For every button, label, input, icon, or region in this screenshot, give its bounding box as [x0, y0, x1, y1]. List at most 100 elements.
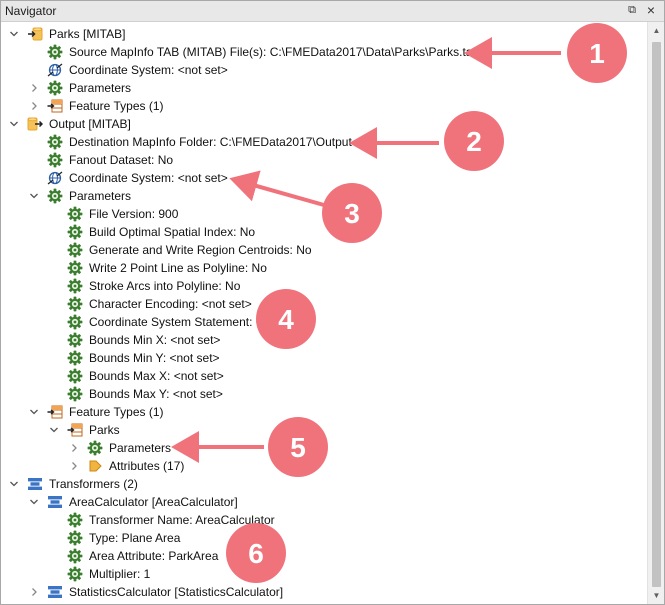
- globe-icon: [47, 170, 63, 186]
- tree-item-file-version[interactable]: File Version: 900: [1, 205, 641, 223]
- gear-icon: [67, 314, 83, 330]
- gear-icon: [47, 80, 63, 96]
- tree-item-label: Bounds Min Y: <not set>: [89, 351, 220, 365]
- tree-item-reader-parameters[interactable]: Parameters: [1, 79, 641, 97]
- tree-item-area-calculator[interactable]: AreaCalculator [AreaCalculator]: [1, 493, 641, 511]
- gear-icon: [47, 188, 63, 204]
- tree-item-reader-feature-types[interactable]: Feature Types (1): [1, 97, 641, 115]
- feature-type-icon: [47, 98, 63, 114]
- globe-icon: [47, 62, 63, 78]
- tree-item-label: Generate and Write Region Centroids: No: [89, 243, 312, 257]
- tree-item-label: Coordinate System: <not set>: [69, 171, 228, 185]
- expanded-chevron-icon[interactable]: [29, 190, 39, 202]
- gear-icon: [67, 242, 83, 258]
- expanded-chevron-icon[interactable]: [9, 28, 19, 40]
- tree-item-label: Transformer Name: AreaCalculator: [89, 513, 275, 527]
- attributes-icon: [87, 458, 103, 474]
- tree-item-bounds-max-x[interactable]: Bounds Max X: <not set>: [1, 367, 641, 385]
- collapsed-chevron-icon[interactable]: [69, 460, 79, 472]
- tree-item-coord-system-statement[interactable]: Coordinate System Statement: <: [1, 313, 641, 331]
- tree-item-writer-feature-types[interactable]: Feature Types (1): [1, 403, 641, 421]
- gear-icon: [67, 224, 83, 240]
- tree-item-parks-parameters[interactable]: Parameters: [1, 439, 641, 457]
- tree-item-bounds-min-y[interactable]: Bounds Min Y: <not set>: [1, 349, 641, 367]
- expanded-chevron-icon[interactable]: [29, 406, 39, 418]
- expanded-chevron-icon[interactable]: [29, 496, 39, 508]
- feature-type-icon: [47, 404, 63, 420]
- tree-item-output-writer[interactable]: Output [MITAB]: [1, 115, 641, 133]
- tree-item-writer-parameters[interactable]: Parameters: [1, 187, 641, 205]
- tree-item-region-centroids[interactable]: Generate and Write Region Centroids: No: [1, 241, 641, 259]
- gear-icon: [47, 44, 63, 60]
- tree-item-label: Area Attribute: ParkArea: [89, 549, 219, 563]
- tree-item-label: Build Optimal Spatial Index: No: [89, 225, 256, 239]
- tree-item-character-encoding[interactable]: Character Encoding: <not set>: [1, 295, 641, 313]
- tree-item-bounds-min-x[interactable]: Bounds Min X: <not set>: [1, 331, 641, 349]
- expanded-chevron-icon[interactable]: [49, 424, 59, 436]
- gear-icon: [67, 512, 83, 528]
- tree-item-label: Parks [MITAB]: [49, 27, 126, 41]
- float-panel-icon[interactable]: ⧉: [628, 4, 636, 16]
- gear-icon: [67, 566, 83, 582]
- tree-item-label: Stroke Arcs into Polyline: No: [89, 279, 241, 293]
- tree-item-label: Bounds Max Y: <not set>: [89, 387, 223, 401]
- tree-item-source-dataset[interactable]: Source MapInfo TAB (MITAB) File(s): C:\F…: [1, 43, 641, 61]
- tree-item-label: StatisticsCalculator [StatisticsCalculat…: [69, 585, 284, 599]
- expanded-chevron-icon[interactable]: [9, 118, 19, 130]
- tree-item-parks-reader[interactable]: Parks [MITAB]: [1, 25, 641, 43]
- tree-item-area-attribute[interactable]: Area Attribute: ParkArea: [1, 547, 641, 565]
- collapsed-chevron-icon[interactable]: [29, 82, 39, 94]
- gear-icon: [67, 260, 83, 276]
- tree-item-label: Feature Types (1): [69, 99, 164, 113]
- tree-item-label: Coordinate System Statement: <: [89, 315, 263, 329]
- scroll-down-icon[interactable]: ▼: [652, 591, 661, 600]
- tree-item-transformer-name[interactable]: Transformer Name: AreaCalculator: [1, 511, 641, 529]
- panel-title: Navigator: [5, 4, 57, 18]
- gear-icon: [67, 332, 83, 348]
- scrollbar-thumb[interactable]: [652, 42, 661, 587]
- tree-item-statistics-calculator[interactable]: StatisticsCalculator [StatisticsCalculat…: [1, 583, 641, 601]
- tree-item-stroke-arcs[interactable]: Stroke Arcs into Polyline: No: [1, 277, 641, 295]
- tree-item-reader-coord-system[interactable]: Coordinate System: <not set>: [1, 61, 641, 79]
- tree-item-multiplier[interactable]: Multiplier: 1: [1, 565, 641, 583]
- transformer-icon: [47, 494, 63, 510]
- tree-item-label: Parameters: [69, 189, 132, 203]
- feature-type-icon: [67, 422, 83, 438]
- tree-item-writer-coord-system[interactable]: Coordinate System: <not set>: [1, 169, 641, 187]
- panel-titlebar: Navigator ⧉ ×: [1, 1, 664, 22]
- tree-item-spatial-index[interactable]: Build Optimal Spatial Index: No: [1, 223, 641, 241]
- tree-item-label: Feature Types (1): [69, 405, 164, 419]
- expanded-chevron-icon[interactable]: [9, 478, 19, 490]
- gear-icon: [67, 368, 83, 384]
- scroll-up-icon[interactable]: ▲: [652, 26, 661, 35]
- tree-item-fanout-dataset[interactable]: Fanout Dataset: No: [1, 151, 641, 169]
- collapsed-chevron-icon[interactable]: [69, 442, 79, 454]
- tree-item-bounds-max-y[interactable]: Bounds Max Y: <not set>: [1, 385, 641, 403]
- vertical-scrollbar[interactable]: ▲ ▼: [647, 22, 664, 604]
- tree-item-label: Multiplier: 1: [89, 567, 151, 581]
- tree-item-label: Output [MITAB]: [49, 117, 131, 131]
- gear-icon: [67, 548, 83, 564]
- tree-item-label: Parks: [89, 423, 120, 437]
- reader-icon: [27, 26, 43, 42]
- transformer-icon: [47, 584, 63, 600]
- tree-item-parks-feature-type[interactable]: Parks: [1, 421, 641, 439]
- tree-item-parks-attributes[interactable]: Attributes (17): [1, 457, 641, 475]
- tree-item-label: Fanout Dataset: No: [69, 153, 174, 167]
- collapsed-chevron-icon[interactable]: [29, 100, 39, 112]
- tree-item-label: Parameters: [109, 441, 172, 455]
- tree-item-label: Destination MapInfo Folder: C:\FMEData20…: [69, 135, 352, 149]
- navigator-tree: Parks [MITAB] Source MapInfo TAB (MITAB) …: [1, 22, 647, 604]
- tree-item-destination-folder[interactable]: Destination MapInfo Folder: C:\FMEData20…: [1, 133, 641, 151]
- tree-item-label: AreaCalculator [AreaCalculator]: [69, 495, 238, 509]
- close-panel-icon[interactable]: ×: [646, 2, 656, 18]
- tree-item-label: Coordinate System: <not set>: [69, 63, 228, 77]
- tree-item-label: Type: Plane Area: [89, 531, 181, 545]
- collapsed-chevron-icon[interactable]: [29, 586, 39, 598]
- tree-item-two-point-line[interactable]: Write 2 Point Line as Polyline: No: [1, 259, 641, 277]
- tree-item-label: Attributes (17): [109, 459, 185, 473]
- gear-icon: [67, 386, 83, 402]
- tree-item-type[interactable]: Type: Plane Area: [1, 529, 641, 547]
- tree-item-transformers[interactable]: Transformers (2): [1, 475, 641, 493]
